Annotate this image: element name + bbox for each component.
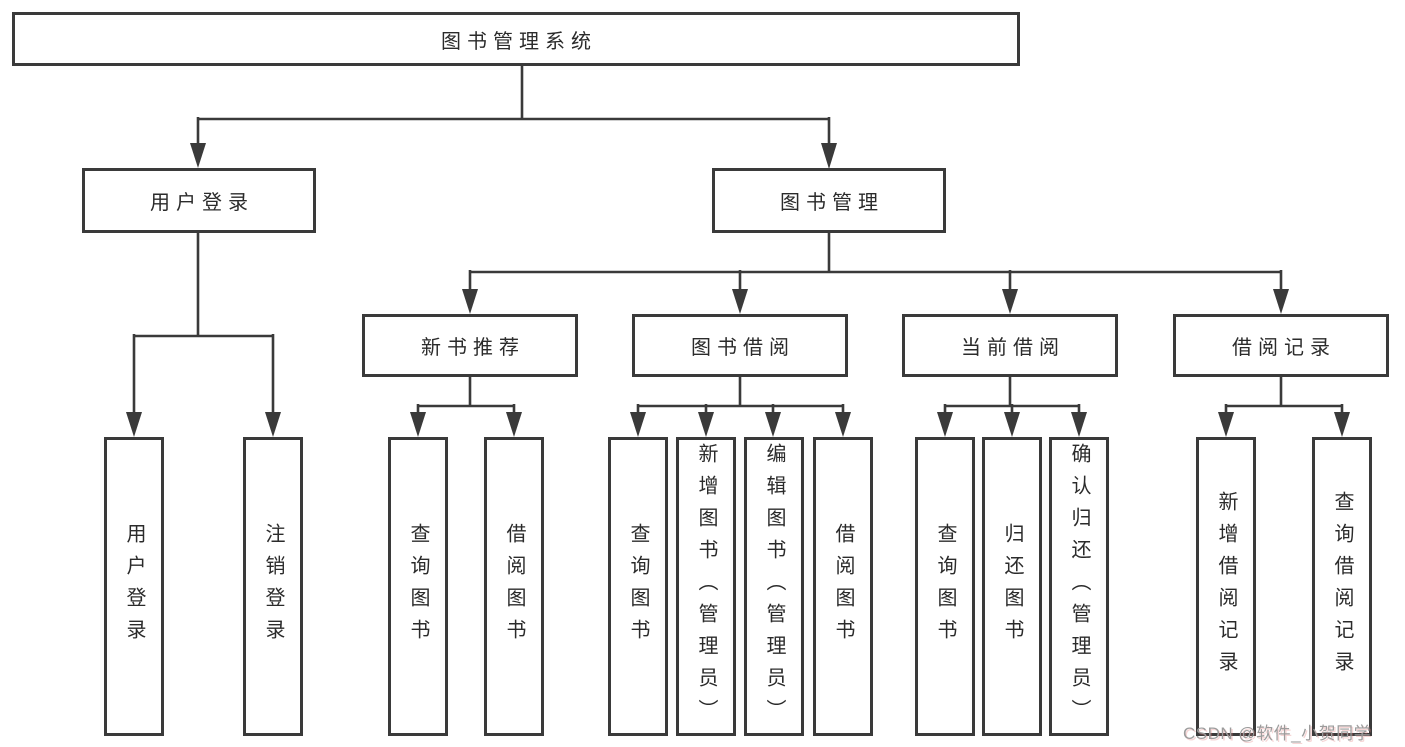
leaf-confirm-return-admin: 确认归还（管理员） <box>1049 437 1109 736</box>
node-borrow-record: 借阅记录 <box>1173 314 1389 377</box>
leaf-add-book-admin: 新增图书（管理员） <box>676 437 736 736</box>
leaf-borrow-book: 借阅图书 <box>813 437 873 736</box>
arrowheads <box>126 143 1350 437</box>
leaf-edit-book-admin: 编辑图书（管理员） <box>744 437 804 736</box>
leaf-add-borrow-record: 新增借阅记录 <box>1196 437 1256 736</box>
leaf-borrow-book: 借阅图书 <box>484 437 544 736</box>
leaf-query-book: 查询图书 <box>915 437 975 736</box>
node-user-login: 用户登录 <box>82 168 316 233</box>
node-book-borrow: 图书借阅 <box>632 314 848 377</box>
csdn-watermark: CSDN @软件_小贺同学 <box>1183 724 1372 743</box>
leaf-query-borrow-record: 查询借阅记录 <box>1312 437 1372 736</box>
leaf-query-book: 查询图书 <box>388 437 448 736</box>
node-library-management-system: 图书管理系统 <box>12 12 1020 66</box>
leaf-query-book: 查询图书 <box>608 437 668 736</box>
node-current-borrow: 当前借阅 <box>902 314 1118 377</box>
leaf-user-login: 用户登录 <box>104 437 164 736</box>
node-book-management: 图书管理 <box>712 168 946 233</box>
leaf-logout: 注销登录 <box>243 437 303 736</box>
node-new-book-recommend: 新书推荐 <box>362 314 578 377</box>
leaf-return-book: 归还图书 <box>982 437 1042 736</box>
